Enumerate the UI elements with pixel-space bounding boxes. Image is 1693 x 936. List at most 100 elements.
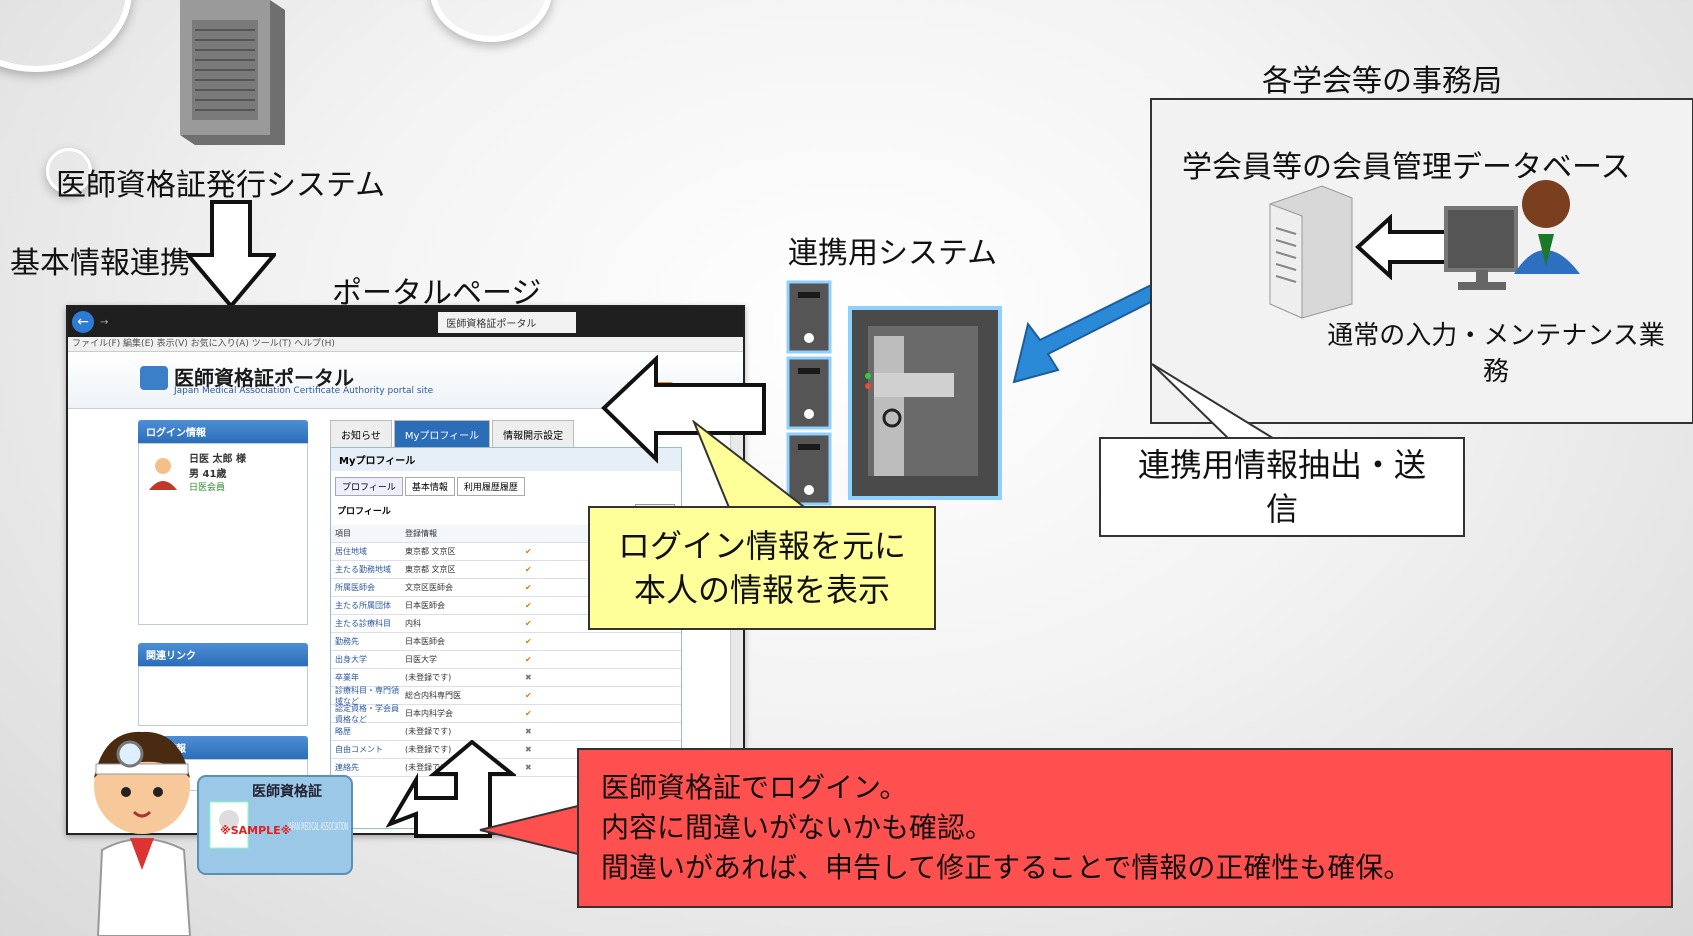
extract-send-callout: 連携用情報抽出・送信 [1099, 437, 1465, 537]
login-note-callout: 医師資格証でログイン。 内容に間違いがないかも確認。 間違いがあれば、申告して修… [577, 748, 1673, 908]
row-value: (未登録です) [405, 745, 452, 754]
user-sex-age: 男 41歳 [189, 469, 227, 480]
callout-pointer [1151, 363, 1280, 441]
table-row: 主たる診療科目 内科 ✔ [331, 615, 681, 633]
col-value-header: 登録情報 [405, 529, 437, 538]
portal-logo-icon [140, 366, 168, 390]
row-value: 文京区医師会 [405, 583, 453, 592]
maintenance-label: 通常の入力・メンテナンス業務 [1326, 318, 1666, 390]
row-value: 日本医師会 [405, 601, 445, 610]
table-row: 自由コメント (未登録です) ✖ [331, 741, 681, 759]
decorative-circle [46, 148, 92, 194]
login-note-line-2: 内容に間違いがないかも確認。 [601, 811, 994, 844]
links-panel-header: 関連リンク [138, 643, 308, 666]
table-row: 診療科目・専門領域など総合内科専門医 ✔ [331, 685, 681, 706]
row-item: 自由コメント [335, 745, 383, 754]
browser-titlebar: ← → 医師資格証ポータル [68, 307, 743, 337]
operator-icon [1444, 180, 1580, 290]
profile-header: Myプロフィール [331, 448, 681, 471]
row-value: 日本内科学会 [405, 709, 453, 718]
elbow-arrow-icon [386, 740, 516, 838]
issuing-system-label: 医師資格証発行システム [56, 168, 386, 203]
extract-send-text: 連携用情報抽出・送信 [1137, 446, 1426, 528]
links-panel-body [138, 666, 308, 726]
basic-info-link-label: 基本情報連携 [10, 246, 190, 281]
user-member: 日医会員 [189, 483, 226, 493]
row-item: 所属医師会 [335, 583, 375, 592]
row-visibility: ✖ [525, 763, 532, 772]
row-visibility: ✔ [525, 565, 532, 574]
table-row: 主たる勤務地域 東京都 文京区 ✔ [331, 561, 681, 579]
row-value: 日医大学 [405, 655, 437, 664]
login-display-text: ログイン情報を元に本人の情報を表示 [617, 527, 906, 609]
link-server-icon [786, 280, 1002, 506]
table-row: 卒業年(未登録です)✖ [331, 669, 681, 687]
row-value: (未登録です) [405, 763, 452, 772]
profile-rows: 居住地域東京都 文京区✔主たる勤務地域東京都 文京区✔所属医師会文京区医師会✔主… [331, 543, 681, 777]
login-display-callout: ログイン情報を元に本人の情報を表示 [588, 506, 936, 630]
db-server-icon [1269, 185, 1353, 319]
portal-tabs: お知らせ Myプロフィール 情報開示設定 [330, 420, 576, 449]
table-row: 主たる所属団体日本医師会✔ [331, 597, 681, 615]
table-row: 所属医師会文京区医師会✔ [331, 579, 681, 597]
browser-menu: ファイル(F) 編集(E) 表示(V) お気に入り(A) ツール(T) ヘルプ(… [68, 337, 743, 352]
row-item: 診療科目・専門領域など [335, 685, 399, 706]
row-visibility: ✔ [525, 655, 532, 664]
row-item: 勤務先 [335, 637, 359, 646]
callout-pointer [479, 802, 587, 858]
row-visibility: ✖ [525, 727, 532, 736]
decorative-circle [0, 0, 132, 72]
row-item: 認定資格・学会員資格など [335, 703, 399, 724]
card-sample: ※SAMPLE※ [220, 824, 291, 837]
decorative-circle [430, 0, 552, 42]
table-row: 連絡先(未登録です)✖ [331, 759, 681, 777]
login-panel-body: 日医 太郎 様 男 41歳 日医会員 [138, 443, 308, 625]
tab-notice[interactable]: お知らせ [330, 420, 392, 449]
doctor-card-icon: 医師資格証 JAPAN MEDICAL ASSOCIATION ※SAMPLE※ [197, 775, 353, 875]
issuing-server-icon [180, 0, 285, 145]
row-value: 内科 [405, 619, 421, 628]
table-row: 認定資格・学会員資格など日本内科学会✔ [331, 703, 681, 724]
table-row: 居住地域 東京都 文京区 ✔ [331, 543, 681, 561]
user-name: 日医 太郎 様 [189, 454, 246, 465]
back-arrow-icon[interactable]: ← [72, 311, 94, 333]
table-row: 略歴(未登録です)✖ [331, 723, 681, 741]
row-value: (未登録です) [405, 727, 452, 736]
row-visibility: ✔ [525, 619, 532, 628]
row-visibility: ✔ [525, 691, 532, 700]
office-title: 各学会等の事務局 [1262, 64, 1502, 99]
row-visibility: ✖ [525, 745, 532, 754]
link-system-label: 連携用システム [788, 236, 998, 271]
down-arrow-icon [186, 200, 276, 310]
doctor-character-icon [94, 731, 192, 936]
left-arrow-icon [601, 355, 766, 464]
maintenance-text: 通常の入力・メンテナンス業務 [1327, 321, 1665, 387]
portal-subtitle: Japan Medical Association Certificate Au… [174, 386, 434, 396]
row-item: 居住地域 [335, 547, 367, 556]
card-watermark: JAPAN MEDICAL ASSOCIATION [288, 820, 348, 833]
subtab-history[interactable]: 利用履歴履歴 [456, 477, 525, 496]
row-value: (未登録です) [405, 673, 452, 682]
login-note-line-3: 間違いがあれば、申告して修正することで情報の正確性も確保。 [601, 851, 1412, 884]
row-item: 主たる診療科目 [335, 619, 391, 628]
row-visibility: ✔ [525, 547, 532, 556]
row-value: 東京都 文京区 [405, 565, 456, 574]
table-row: 勤務先 日本医師会 ✔ [331, 633, 681, 651]
subtab-basic[interactable]: 基本情報 [404, 477, 455, 496]
tab-disclosure[interactable]: 情報開示設定 [492, 420, 575, 449]
row-item: 卒業年 [335, 673, 359, 682]
left-arrow-small-icon [1355, 214, 1448, 280]
avatar [149, 457, 177, 490]
row-value: 東京都 文京区 [405, 547, 456, 556]
forward-arrow-icon[interactable]: → [100, 316, 109, 328]
browser-tab[interactable]: 医師資格証ポータル [438, 311, 577, 333]
tab-my-profile[interactable]: Myプロフィール [393, 420, 491, 449]
profile-section-title: プロフィール [337, 507, 391, 517]
row-value: 日本医師会 [405, 637, 445, 646]
member-db-label: 学会員等の会員管理データベース [1182, 150, 1631, 185]
row-item: 主たる勤務地域 [335, 565, 391, 574]
subtab-profile[interactable]: プロフィール [335, 477, 403, 496]
table-row: 出身大学日医大学✔ [331, 651, 681, 669]
row-value: 総合内科専門医 [405, 691, 461, 700]
row-visibility: ✔ [525, 637, 532, 646]
